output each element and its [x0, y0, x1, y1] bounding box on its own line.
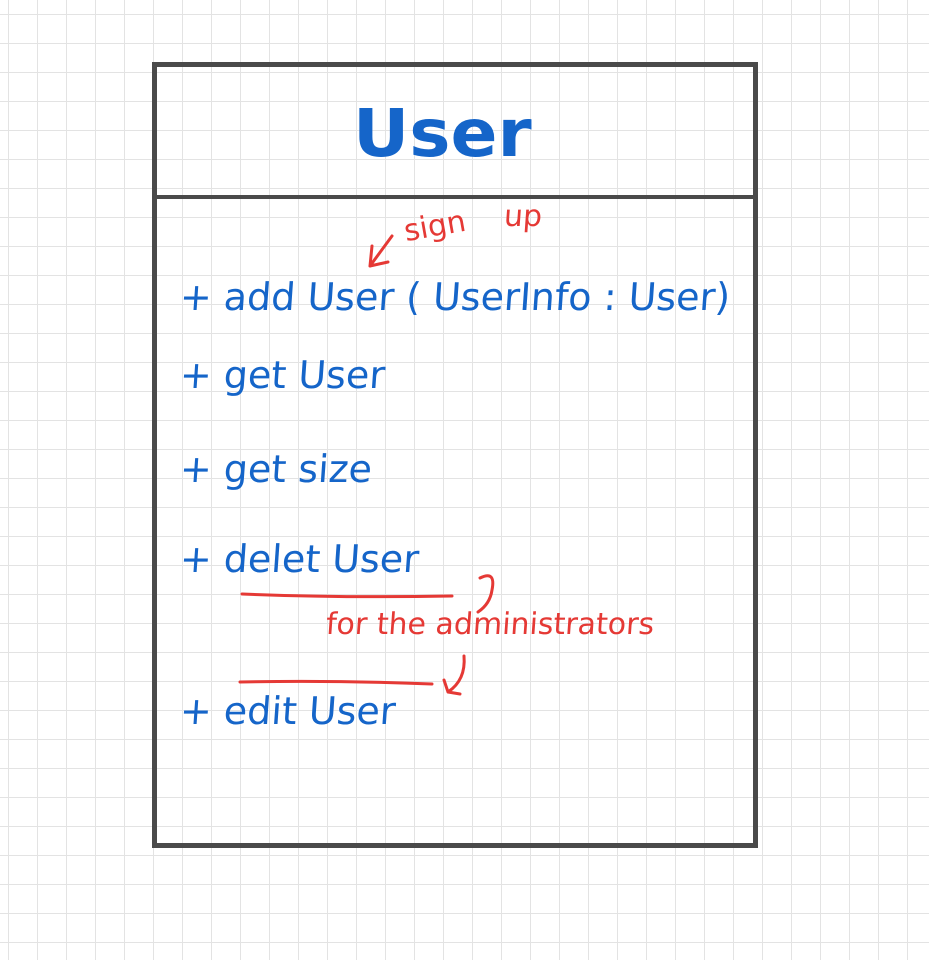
compartment-divider	[157, 195, 753, 199]
delete-curl-arrow	[476, 574, 495, 614]
sign-up-arrow	[368, 234, 394, 268]
edit-arrow	[442, 654, 466, 696]
edit-overline	[238, 679, 434, 686]
class-name: User	[353, 95, 532, 172]
delete-underline	[240, 592, 454, 599]
uml-class-box: User	[152, 62, 758, 848]
